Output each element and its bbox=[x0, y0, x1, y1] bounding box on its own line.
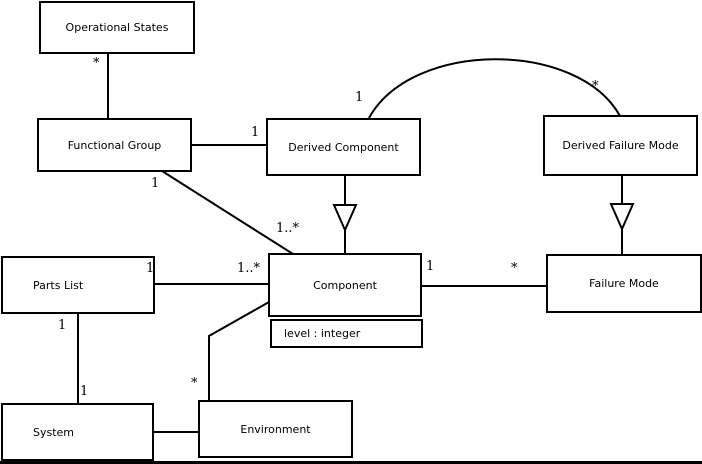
class-box-failure-mode[interactable]: Failure Mode bbox=[546, 254, 702, 313]
class-name: Failure Mode bbox=[589, 277, 659, 290]
multiplicity-functional-group-end: 1 bbox=[151, 176, 160, 191]
bottom-edge-line bbox=[0, 461, 702, 464]
class-box-functional-group[interactable]: Functional Group bbox=[37, 118, 192, 172]
class-name: Operational States bbox=[65, 21, 169, 34]
generalization-arrowhead-failure-mode bbox=[609, 203, 635, 232]
generalization-arrowhead-component bbox=[332, 204, 358, 233]
multiplicity-component-end-to-failure-mode: 1 bbox=[426, 259, 435, 274]
multiplicity-parts-list-system-top: 1 bbox=[58, 318, 67, 333]
multiplicity-arc-derived-failure-mode-end: * bbox=[592, 79, 599, 94]
association-functional-group-component bbox=[161, 170, 294, 255]
class-name: Component bbox=[313, 278, 377, 292]
multiplicity-operational-states-end: * bbox=[93, 56, 100, 71]
class-name: Parts List bbox=[33, 278, 84, 292]
association-arc-derived-component-derived-failure-mode bbox=[368, 58, 621, 119]
class-box-system[interactable]: System bbox=[1, 403, 154, 461]
class-box-component[interactable]: Component bbox=[268, 253, 422, 317]
class-box-derived-failure-mode[interactable]: Derived Failure Mode bbox=[543, 115, 698, 176]
class-box-operational-states[interactable]: Operational States bbox=[39, 1, 195, 54]
class-box-derived-component[interactable]: Derived Component bbox=[266, 118, 421, 176]
class-name: Environment bbox=[240, 422, 311, 436]
multiplicity-component-end-from-parts-list: 1..* bbox=[237, 261, 261, 276]
class-attribute-compartment-component[interactable]: level : integer bbox=[270, 319, 423, 348]
class-name: Functional Group bbox=[67, 138, 162, 152]
attribute-label: level : integer bbox=[284, 327, 361, 340]
multiplicity-component-end-from-functional-group: 1..* bbox=[276, 221, 300, 236]
multiplicity-failure-mode-end: * bbox=[511, 261, 518, 276]
multiplicity-arc-derived-component-end: 1 bbox=[355, 90, 364, 105]
class-box-parts-list[interactable]: Parts List bbox=[1, 256, 155, 314]
class-name: Derived Component bbox=[288, 140, 399, 154]
multiplicity-parts-list-system-bottom: 1 bbox=[80, 384, 89, 399]
association-environment-component bbox=[208, 301, 270, 401]
class-box-environment[interactable]: Environment bbox=[198, 400, 353, 458]
class-name: Derived Failure Mode bbox=[562, 139, 679, 152]
multiplicity-derived-component-end: 1 bbox=[251, 125, 260, 140]
multiplicity-environment-end: * bbox=[191, 376, 198, 391]
multiplicity-parts-list-end: 1 bbox=[146, 261, 155, 276]
class-name: System bbox=[33, 425, 75, 439]
